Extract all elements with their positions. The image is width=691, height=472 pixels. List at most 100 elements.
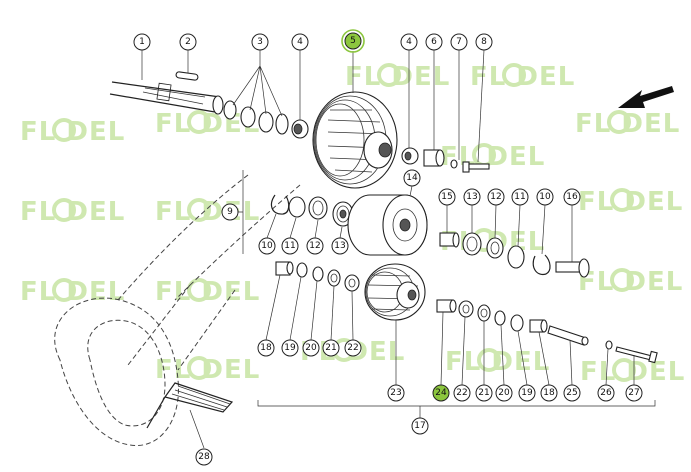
gear-icon xyxy=(502,63,526,87)
watermark-1: FL DEL xyxy=(20,117,124,147)
callout-label: 18 xyxy=(260,343,272,353)
washer-part-20a xyxy=(312,266,324,282)
callout-18a: 18 xyxy=(257,339,275,357)
callout-3: 3 xyxy=(251,33,269,51)
watermark-9: FL DEL xyxy=(578,187,682,217)
watermark-15: FL DEL xyxy=(445,347,549,377)
gear-icon xyxy=(52,118,76,142)
callout-label: 5 xyxy=(350,36,356,46)
callout-label: 24 xyxy=(435,388,447,398)
bushing-part-4b xyxy=(401,147,419,165)
callout-label: 9 xyxy=(227,207,233,217)
callout-22b: 22 xyxy=(453,384,471,402)
callout-label: 14 xyxy=(406,173,418,183)
callout-19b: 19 xyxy=(518,384,536,402)
callout-8: 8 xyxy=(475,33,493,51)
watermark-8: FL DEL xyxy=(440,142,544,172)
circlip-part-10a xyxy=(270,194,290,215)
callout-label: 15 xyxy=(441,192,452,202)
callout-label: 23 xyxy=(390,388,401,398)
watermark-16: FL DEL xyxy=(580,357,684,387)
gear-icon xyxy=(52,198,76,222)
callout-16: 16 xyxy=(563,188,581,206)
callout-21b: 21 xyxy=(475,384,493,402)
callout-label: 25 xyxy=(566,388,577,398)
callout-22a: 22 xyxy=(344,339,362,357)
callout-label: 13 xyxy=(466,192,477,202)
lower-pulley-part-23 xyxy=(364,263,426,321)
gear-icon xyxy=(52,278,76,302)
callout-label: 12 xyxy=(490,192,501,202)
watermark-11: FL DEL xyxy=(155,277,259,307)
callout-label: 3 xyxy=(257,37,263,47)
callout-25: 25 xyxy=(563,384,581,402)
callout-5: 5 xyxy=(341,29,365,53)
callout-19a: 19 xyxy=(281,339,299,357)
callout-15: 15 xyxy=(438,188,456,206)
callout-label: 8 xyxy=(481,37,487,47)
callout-21a: 21 xyxy=(322,339,340,357)
callout-20b: 20 xyxy=(495,384,513,402)
bolt-part-8 xyxy=(462,161,490,173)
callout-28: 28 xyxy=(195,448,213,466)
callout-label: 19 xyxy=(284,343,296,353)
bearing-part-21a xyxy=(327,269,341,287)
watermark-7: FL DEL xyxy=(155,197,259,227)
spacer-part-6 xyxy=(423,149,445,167)
callout-label: 16 xyxy=(566,192,578,202)
callout-7: 7 xyxy=(450,33,468,51)
callout-label: 27 xyxy=(628,388,639,398)
callout-label: 19 xyxy=(521,388,533,398)
callout-label: 11 xyxy=(514,192,525,202)
watermark-13: FL DEL xyxy=(578,267,682,297)
callout-label: 22 xyxy=(347,343,358,353)
callout-23: 23 xyxy=(387,384,405,402)
pin-part-16 xyxy=(555,258,590,278)
bolt-part-27 xyxy=(615,346,658,364)
ring-part-11a xyxy=(288,196,306,218)
watermark-5: FL DEL xyxy=(575,109,679,139)
washer-part-20b xyxy=(494,310,506,326)
callout-label: 10 xyxy=(539,192,551,202)
direction-arrow-icon xyxy=(618,86,674,108)
callout-9: 9 xyxy=(221,203,239,221)
spacer-part-18a xyxy=(275,261,294,276)
callout-label: 1 xyxy=(139,37,145,47)
callout-4a: 4 xyxy=(291,33,309,51)
wheel-and-belt-part-28 xyxy=(54,297,234,447)
watermark-10: FL DEL xyxy=(20,277,124,307)
callout-20a: 20 xyxy=(302,339,320,357)
seal-part-12a xyxy=(308,196,328,220)
callout-label: 20 xyxy=(498,388,510,398)
callout-10b: 10 xyxy=(536,188,554,206)
callout-label: 4 xyxy=(406,37,412,47)
leader-lines xyxy=(141,49,635,449)
callout-label: 21 xyxy=(478,388,489,398)
ring-part-11b xyxy=(507,245,525,269)
key-part xyxy=(175,71,199,81)
callout-26: 26 xyxy=(597,384,615,402)
group-bracket-17 xyxy=(257,400,656,418)
gear-icon xyxy=(187,110,211,134)
gear-icon xyxy=(377,63,401,87)
bearing-part-22b xyxy=(458,300,474,318)
callout-27: 27 xyxy=(625,384,643,402)
callout-6: 6 xyxy=(425,33,443,51)
watermark-layer: FL DEL FL DEL FL DEL FL DEL FL DEL FL DE… xyxy=(20,62,684,387)
spacer-part-18b xyxy=(529,319,548,333)
watermark-3: FL DEL xyxy=(345,62,449,92)
callout-1: 1 xyxy=(133,33,151,51)
callout-13a: 13 xyxy=(331,237,349,255)
idler-roller-part-14 xyxy=(347,194,428,256)
callout-label: 20 xyxy=(305,343,317,353)
callout-11b: 11 xyxy=(511,188,529,206)
main-pulley-part-5 xyxy=(312,91,398,189)
callout-label: 4 xyxy=(297,37,303,47)
seal-part-12b xyxy=(486,237,504,259)
gear-icon xyxy=(610,268,634,292)
callout-label: 18 xyxy=(543,388,555,398)
callout-14: 14 xyxy=(403,169,421,187)
shaft xyxy=(109,81,224,115)
gear-icon xyxy=(187,278,211,302)
callout-label: 7 xyxy=(456,37,462,47)
